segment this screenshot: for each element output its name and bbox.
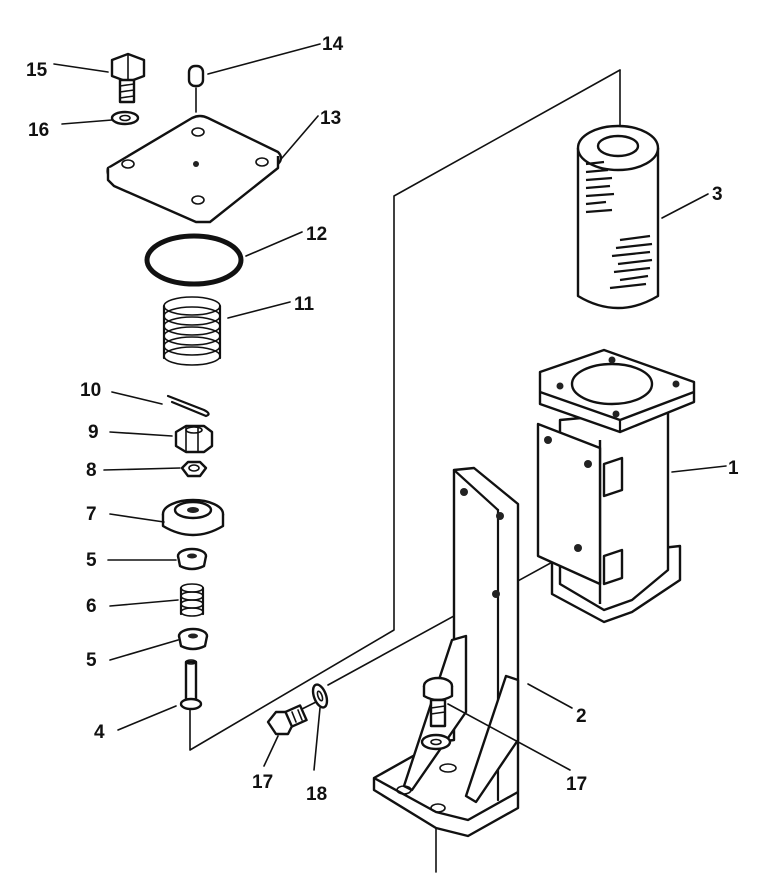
part-1-filter-case — [536, 348, 696, 624]
part-18-washer — [311, 683, 329, 709]
callout-7: 7 — [86, 504, 97, 525]
callout-9: 9 — [88, 422, 99, 443]
callout-2: 2 — [576, 706, 587, 727]
part-11-spring — [162, 296, 222, 366]
callout-4: 4 — [94, 722, 105, 743]
callout-3: 3 — [712, 184, 723, 205]
part-7-valve-disc — [161, 498, 225, 537]
callout-17-lower: 17 — [252, 772, 273, 793]
callout-5-lower: 5 — [86, 650, 97, 671]
part-9-castle-nut — [174, 424, 214, 454]
part-14-plug — [187, 64, 205, 113]
part-13-cover — [106, 114, 283, 224]
callout-8: 8 — [86, 460, 97, 481]
callout-16: 16 — [28, 120, 49, 141]
part-3-filter-element — [576, 124, 660, 310]
part-5-seat-upper — [176, 547, 208, 571]
callout-13: 13 — [320, 108, 341, 129]
part-12-o-ring — [144, 233, 244, 287]
part-5-seat-lower — [177, 627, 209, 651]
part-17-bolt-lower — [266, 704, 308, 736]
callout-6: 6 — [86, 596, 97, 617]
callout-18: 18 — [306, 784, 327, 805]
part-2-bracket — [372, 466, 520, 838]
part-6-small-spring — [179, 583, 205, 617]
callout-12: 12 — [306, 224, 327, 245]
callout-17-bracket: 17 — [566, 774, 587, 795]
callout-labels: 15 14 16 13 3 12 11 10 9 8 1 7 5 6 5 2 4… — [26, 34, 739, 805]
callout-1: 1 — [728, 458, 739, 479]
callout-15: 15 — [26, 60, 48, 81]
part-10-cotter-pin — [166, 394, 210, 418]
leader-lines — [53, 43, 727, 771]
part-8-nut — [180, 460, 208, 478]
callout-10: 10 — [80, 380, 101, 401]
part-16-washer — [110, 110, 140, 126]
part-17-bolt-bracket — [422, 676, 454, 728]
part-4-stem — [179, 659, 203, 711]
part-15-bolt — [110, 52, 146, 104]
callout-5-upper: 5 — [86, 550, 97, 571]
callout-11: 11 — [294, 294, 315, 315]
callout-14: 14 — [322, 34, 344, 55]
